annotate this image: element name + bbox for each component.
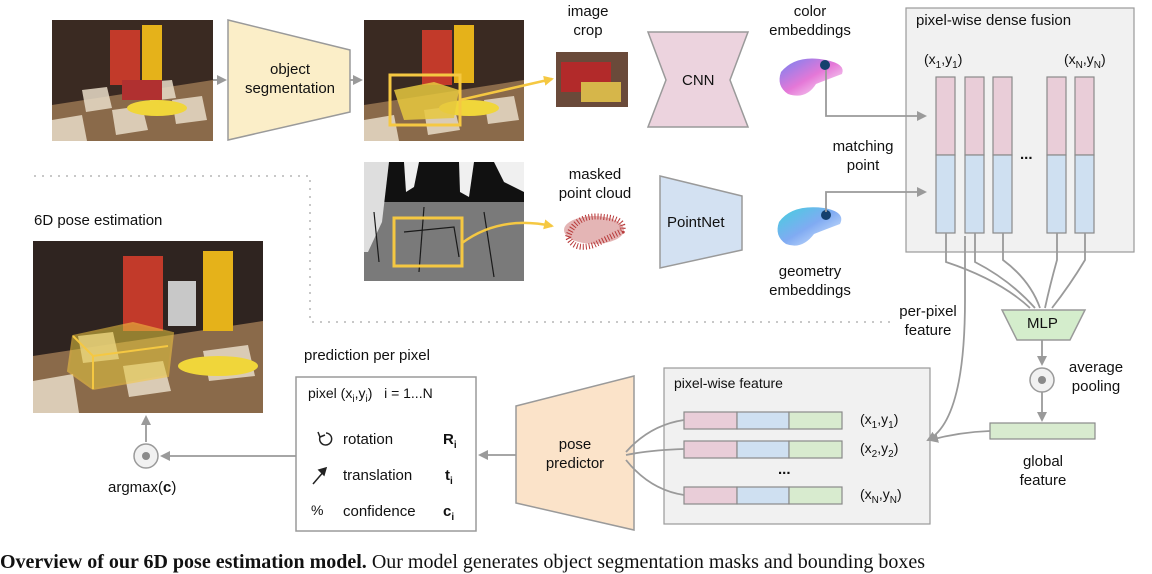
argmax-label: argmax(c) (108, 479, 177, 496)
translation-label: translation (343, 467, 413, 484)
pose-result-scene (33, 241, 263, 413)
per-pixel-feature-rows (683, 411, 843, 505)
matching-point-label: matching point (832, 138, 894, 174)
input-rgb-image (52, 20, 213, 141)
average-pooling-label: average pooling (1068, 359, 1124, 395)
column-label-xN-yN: (xN,yN) (1064, 51, 1106, 71)
object-segmentation-label: object segmentation (244, 61, 336, 97)
confidence-label: confidence (343, 503, 416, 520)
pointnet-block (659, 175, 743, 269)
rows-ellipsis: ... (778, 461, 791, 478)
prediction-per-pixel-title: prediction per pixel (304, 347, 430, 364)
row-label-xN-yN: (xN,yN) (860, 486, 902, 506)
confidence-icon: % (311, 502, 324, 518)
fused-feature-columns (935, 76, 1095, 234)
cnn-block (646, 31, 750, 128)
prediction-per-pixel-box (295, 376, 477, 532)
cnn-label: CNN (682, 72, 715, 89)
geometry-embeddings-graphic (777, 207, 842, 246)
rotation-label: rotation (343, 431, 394, 448)
color-embeddings-graphic (779, 58, 843, 96)
mlp-block (1000, 309, 1087, 341)
pointnet-label: PointNet (667, 214, 725, 231)
translation-icon (312, 466, 328, 485)
input-rgb-scene (52, 20, 213, 141)
pose-predictor-label: pose predictor (545, 436, 605, 472)
arrow-color-to-fusion (825, 70, 927, 121)
image-crop-thumbnail (556, 52, 628, 107)
pixel-wise-feature-title: pixel-wise feature (674, 375, 783, 391)
pose-estimation-title: 6D pose estimation (34, 212, 163, 229)
arrows-features-to-predictor (625, 419, 685, 496)
row-label-x2-y2: (x2,y2) (860, 440, 899, 460)
global-feature-label: global feature (1019, 453, 1067, 489)
caption-rest: Our model generates object segmentation … (366, 551, 926, 573)
masked-point-cloud-graphic (564, 213, 626, 250)
rotation-symbol: Ri (443, 431, 457, 451)
dotted-separator (34, 175, 896, 323)
caption-bold: Overview of our 6D pose estimation model… (0, 551, 367, 573)
object-segmentation-block (227, 19, 351, 141)
mlp-label: MLP (1027, 315, 1058, 332)
arrow-crop-yellow (459, 75, 554, 102)
pixel-index-row: pixel (xi,yi) i = 1...N (308, 385, 433, 405)
column-label-x1-y1: (x1,y1) (924, 51, 963, 71)
row-label-x1-y1: (x1,y1) (860, 411, 899, 431)
pose-predictor-block (515, 375, 635, 531)
arrow-geometry-to-fusion (825, 187, 927, 212)
figure-caption: Overview of our 6D pose estimation model… (0, 551, 925, 574)
arrow-per-pixel-feature (926, 236, 966, 441)
masked-point-cloud-label: masked point cloud (558, 166, 632, 202)
columns-ellipsis: ... (1020, 146, 1033, 163)
confidence-symbol: ci (443, 503, 455, 523)
arrows-columns-to-mlp (945, 233, 1086, 309)
arrow-global-to-feature (928, 430, 991, 443)
depth-image (364, 162, 524, 281)
image-crop-label: image crop (567, 3, 609, 39)
per-pixel-feature-label: per-pixel feature (899, 303, 957, 339)
depth-scene (364, 162, 524, 281)
pixel-wise-dense-fusion-title: pixel-wise dense fusion (916, 12, 1072, 29)
color-embeddings-label: color embeddings (769, 3, 851, 39)
pose-estimation-result-image (33, 241, 263, 413)
arrow-cloud-yellow (461, 219, 554, 245)
image-crop-scene (556, 52, 628, 107)
translation-symbol: ti (445, 467, 453, 487)
geometry-embeddings-label: geometry embeddings (769, 263, 851, 299)
rotation-icon (317, 431, 333, 446)
global-feature-bar (989, 422, 1096, 440)
